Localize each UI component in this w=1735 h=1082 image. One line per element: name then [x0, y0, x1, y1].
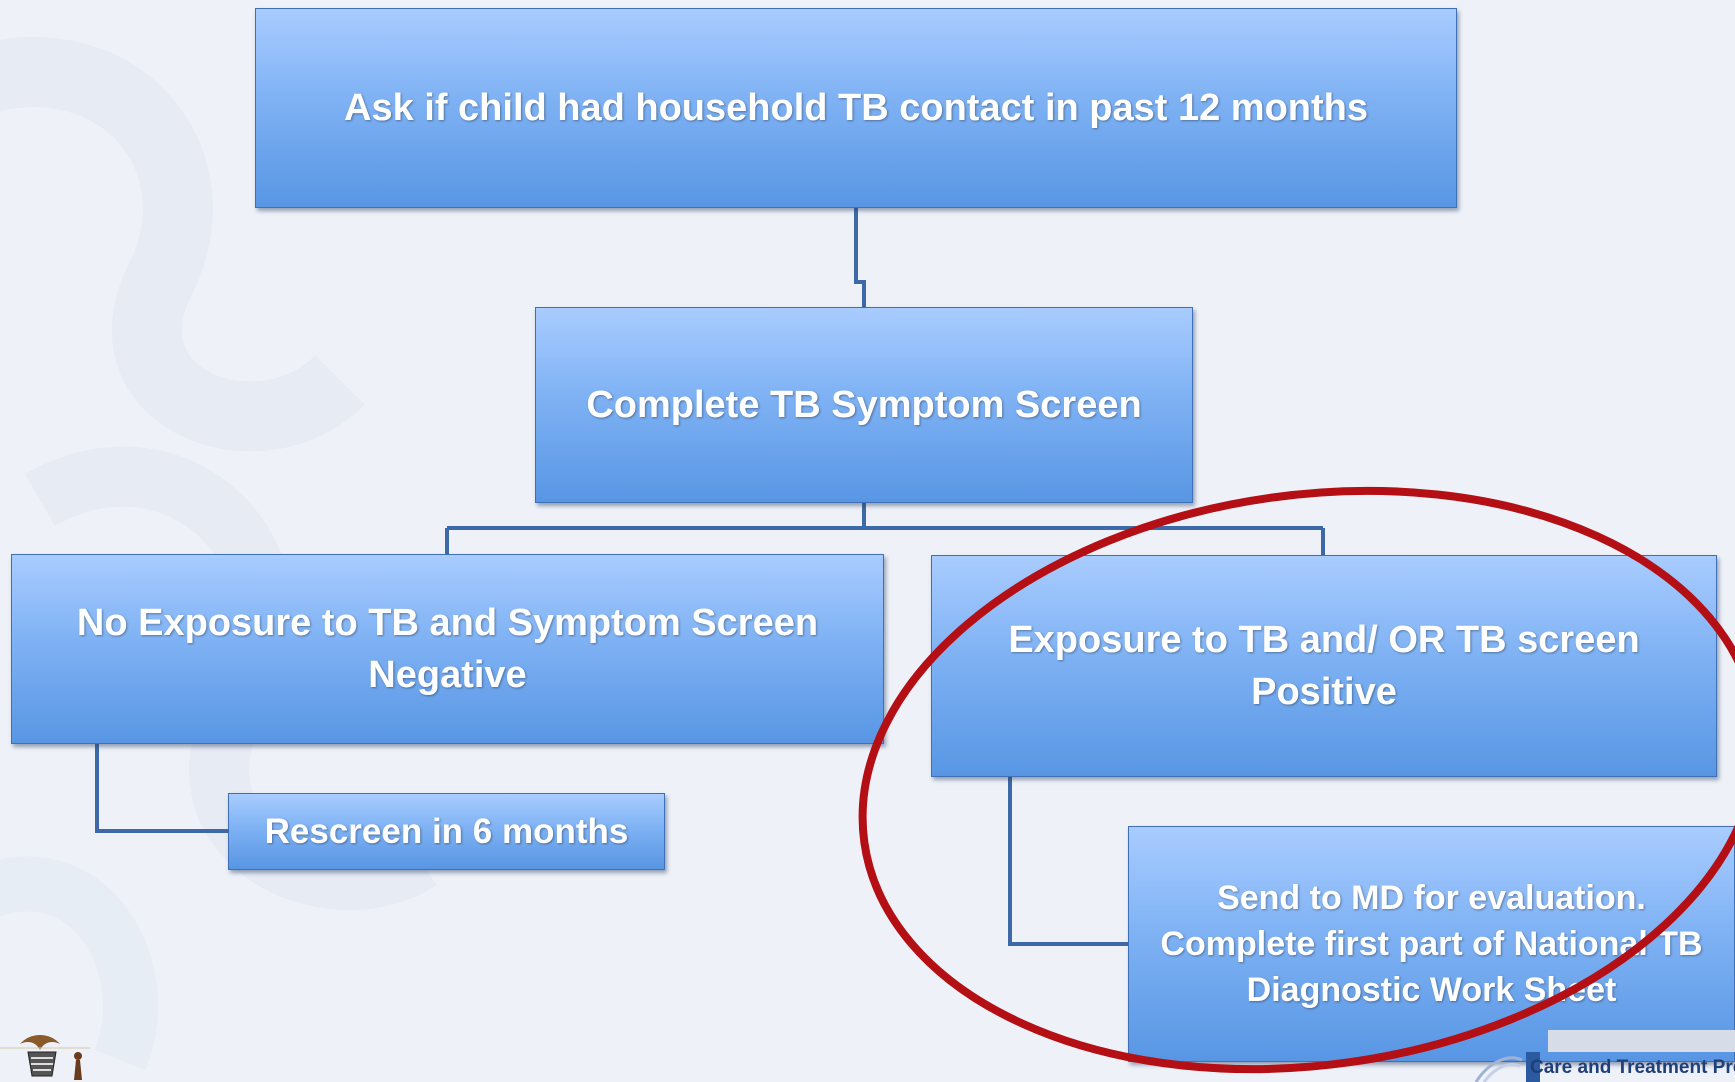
node-rescreen-text: Rescreen in 6 months — [264, 811, 629, 851]
node-refer-line-3: Diagnostic Work Sheet — [1246, 971, 1617, 1009]
partner-logo-icon — [1474, 1030, 1735, 1082]
node-positive-line-1: Exposure to TB and/ OR TB screen — [1008, 619, 1640, 661]
node-rescreen: Rescreen in 6 months — [228, 793, 665, 870]
partner-logo-text: Care and Treatment Pro — [1530, 1057, 1735, 1078]
node-negative-screen: No Exposure to TB and Symptom Screen Neg… — [11, 554, 884, 744]
coat-of-arms-logo-icon — [0, 1035, 90, 1080]
node-refer-line-1: Send to MD for evaluation. — [1217, 879, 1646, 917]
node-household-contact: Ask if child had household TB contact in… — [255, 8, 1457, 208]
node-negative-line-2: Negative — [368, 654, 527, 696]
node-positive-line-2: Positive — [1251, 671, 1397, 713]
node-symptom-screen: Complete TB Symptom Screen — [535, 307, 1193, 503]
node-refer-md: Send to MD for evaluation. Complete firs… — [1128, 826, 1735, 1062]
node-positive-screen: Exposure to TB and/ OR TB screen Positiv… — [931, 555, 1717, 777]
node-household-contact-text: Ask if child had household TB contact in… — [344, 86, 1368, 129]
node-symptom-screen-text: Complete TB Symptom Screen — [586, 383, 1142, 426]
node-negative-line-1: No Exposure to TB and Symptom Screen — [76, 602, 819, 644]
node-refer-line-2: Complete first part of National TB — [1160, 925, 1703, 963]
